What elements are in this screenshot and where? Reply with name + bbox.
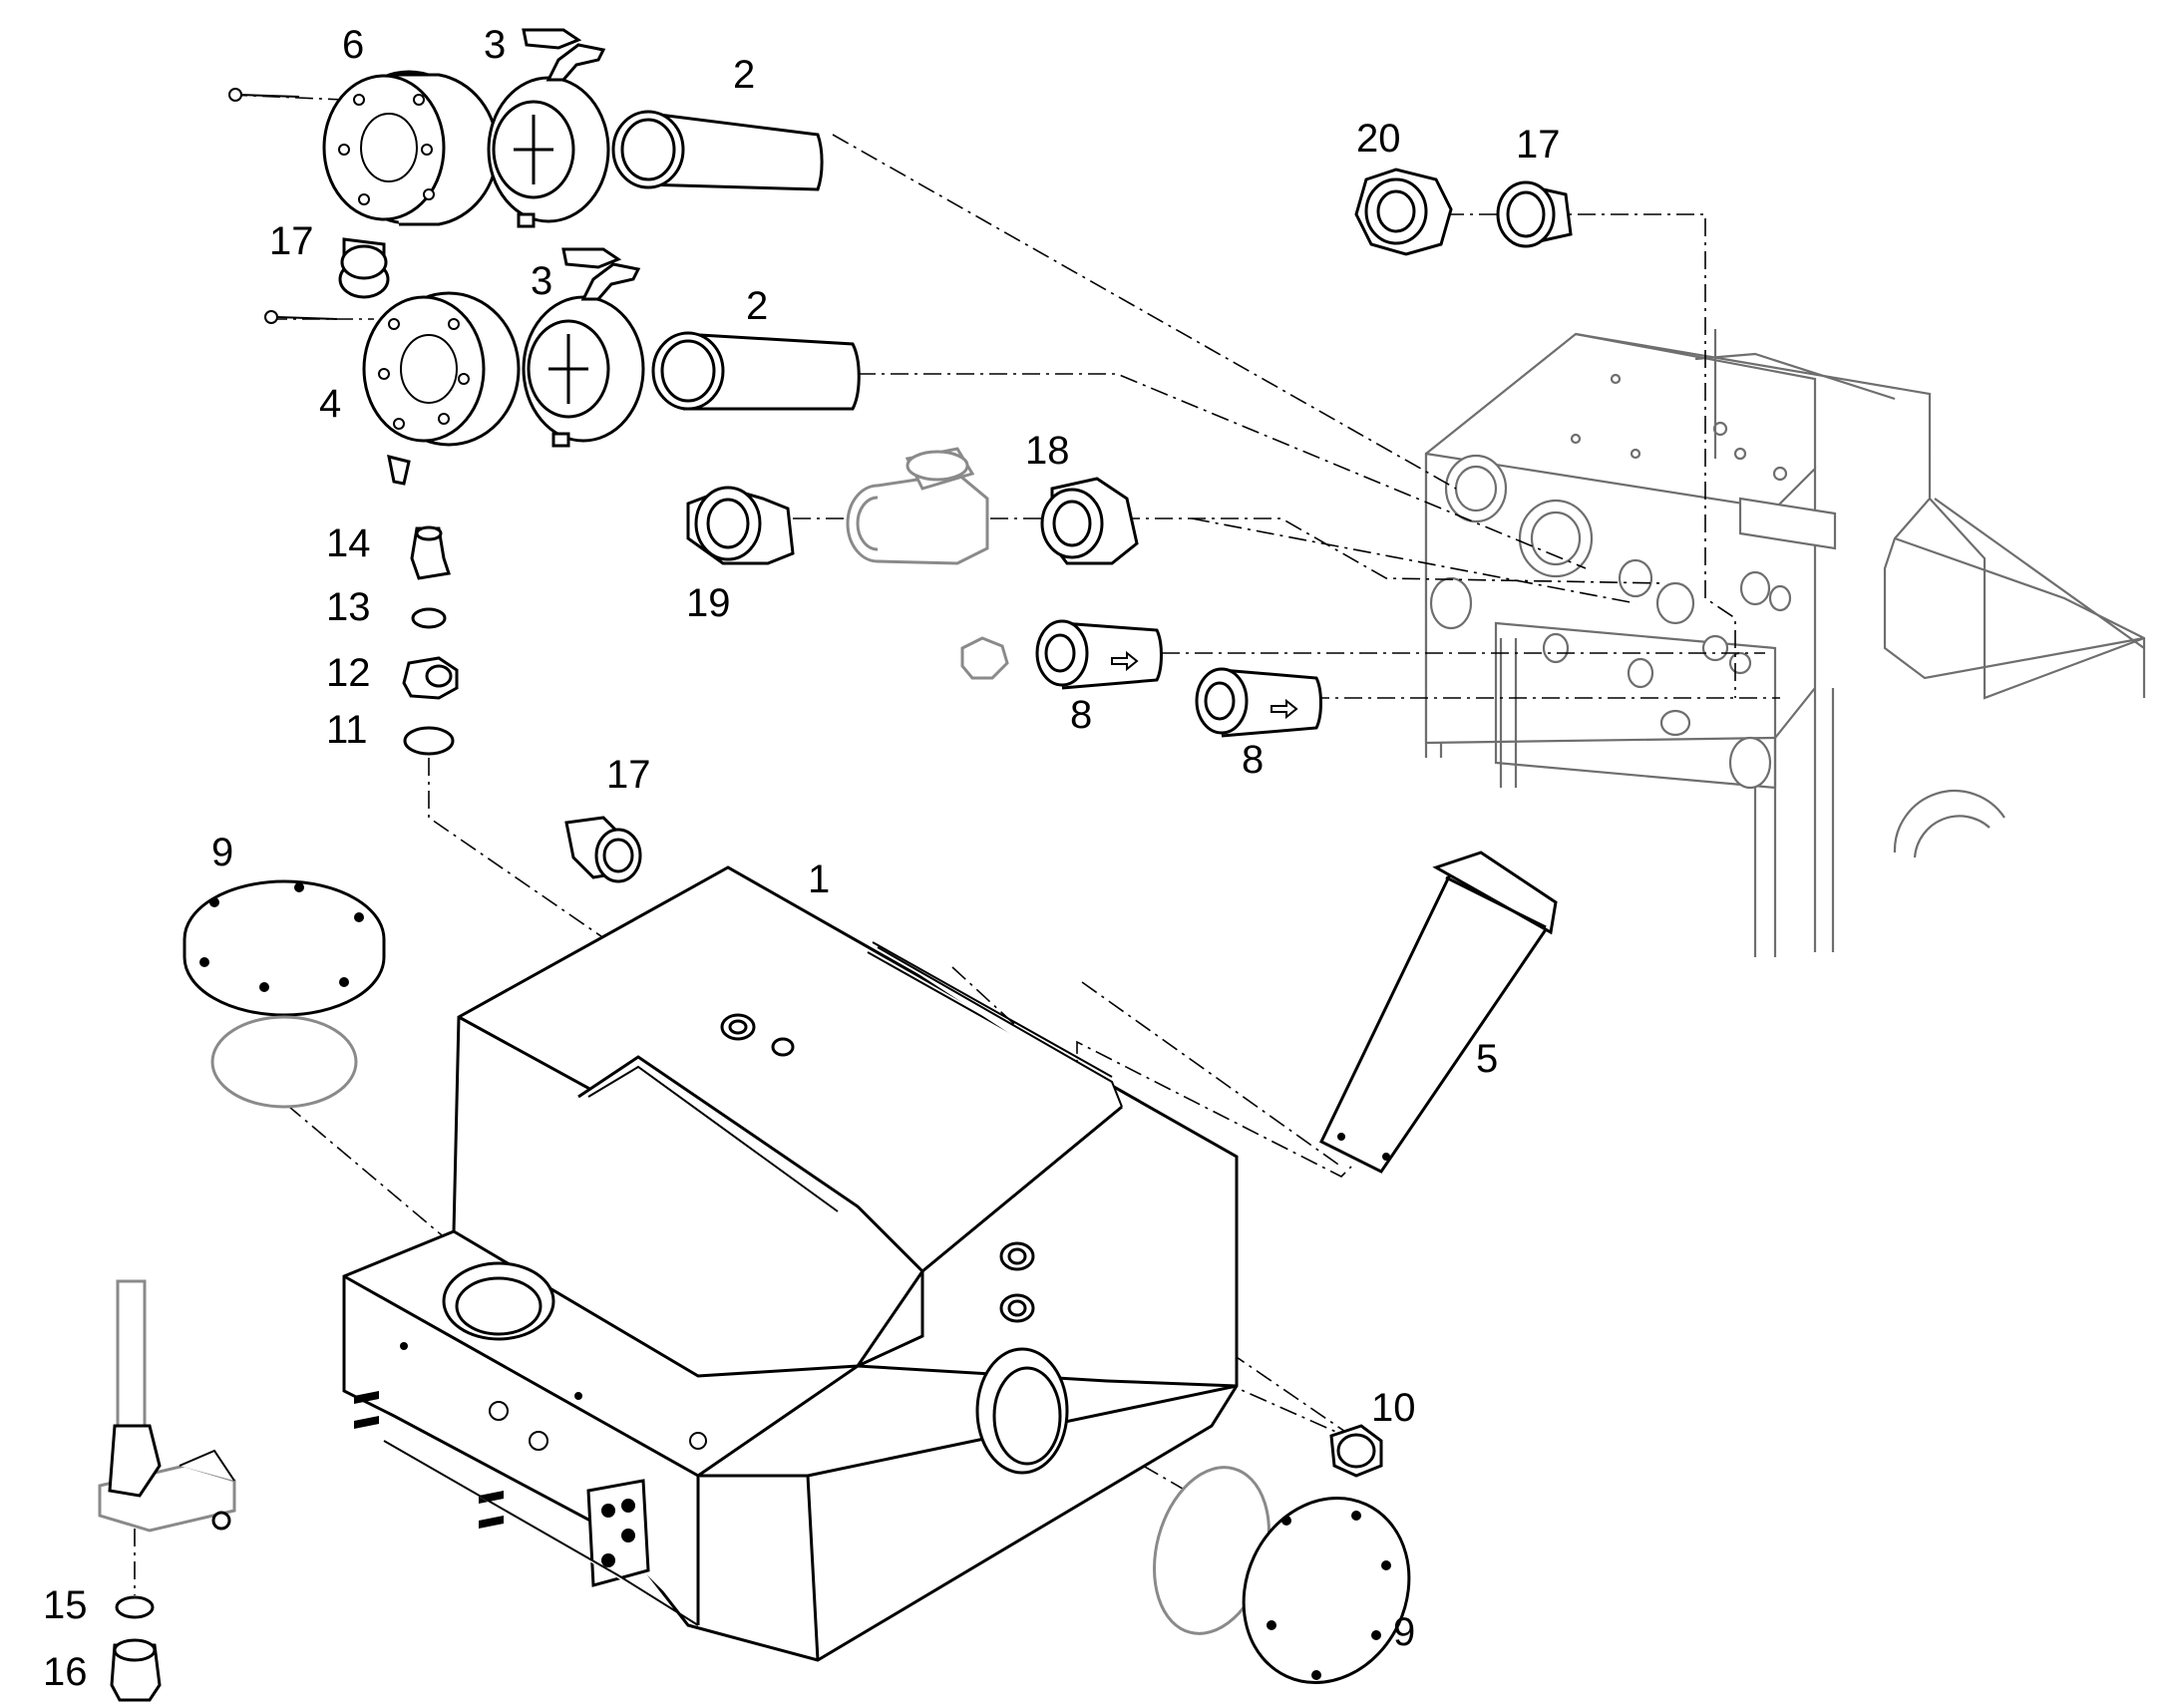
callout-6: 6 [342,23,364,67]
callout-9-upper: 9 [211,831,233,874]
callout-5: 5 [1476,1037,1498,1081]
callout-4: 4 [319,382,341,426]
fitting-19 [686,486,795,565]
callout-13: 13 [326,585,371,629]
callout-15: 15 [43,1583,88,1627]
butterfly-valve-upper [487,28,610,228]
cap-10 [1329,1424,1383,1478]
cover-9-upper [182,879,386,1017]
flange-lower [362,291,521,486]
callout-17-upper-left: 17 [269,219,314,263]
level-sender-5 [1319,851,1558,1174]
plug-16 [110,1638,162,1702]
callout-19: 19 [686,581,731,625]
callout-16: 16 [43,1650,88,1694]
o-ring-13 [411,607,447,629]
callout-20: 20 [1356,117,1401,161]
callout-12: 12 [326,651,371,695]
plug-14 [410,525,451,580]
fitting-18 [1040,477,1139,565]
machine-frame [1424,329,2146,957]
fitting-17-tank-top [564,816,642,883]
callout-3-lower: 3 [531,259,552,303]
callout-11: 11 [326,708,368,752]
callout-2-upper: 2 [733,53,755,97]
butterfly-valve-lower [522,247,645,448]
callout-14: 14 [326,521,371,565]
tube-lower [651,331,861,411]
callout-18: 18 [1025,429,1070,473]
o-ring-15 [115,1595,155,1619]
callout-17-top-right: 17 [1516,123,1561,167]
tube-upper [611,110,824,191]
fitting-17-upper-left [338,237,390,299]
callout-8-upper: 8 [1070,693,1092,737]
pipe-bracket [98,1279,236,1533]
nut-12 [402,656,459,700]
callout-labels: 6 3 2 17 3 2 4 20 17 18 19 14 13 12 11 8… [43,23,1561,1694]
filter-8-lower [1195,667,1322,738]
callout-2-lower: 2 [746,284,768,328]
bolt-upper [228,88,300,102]
filter-8-upper [960,619,1163,690]
bolt-lower [264,310,338,324]
check-valve-gray [846,447,989,565]
callout-10: 10 [1371,1386,1416,1430]
callout-1: 1 [808,857,830,901]
cover-9-lower [1242,1497,1411,1684]
callout-17-tank: 17 [606,753,651,797]
callout-9-lower: 9 [1393,1610,1415,1654]
gasket-upper [210,1015,358,1109]
flange-upper [322,70,500,226]
fitting-20 [1354,168,1453,256]
o-ring-11 [403,726,455,756]
fitting-17-top-right [1496,180,1573,248]
callout-8-lower: 8 [1242,738,1264,782]
fuel-tank [342,865,1239,1662]
callout-3-upper: 3 [484,23,506,67]
